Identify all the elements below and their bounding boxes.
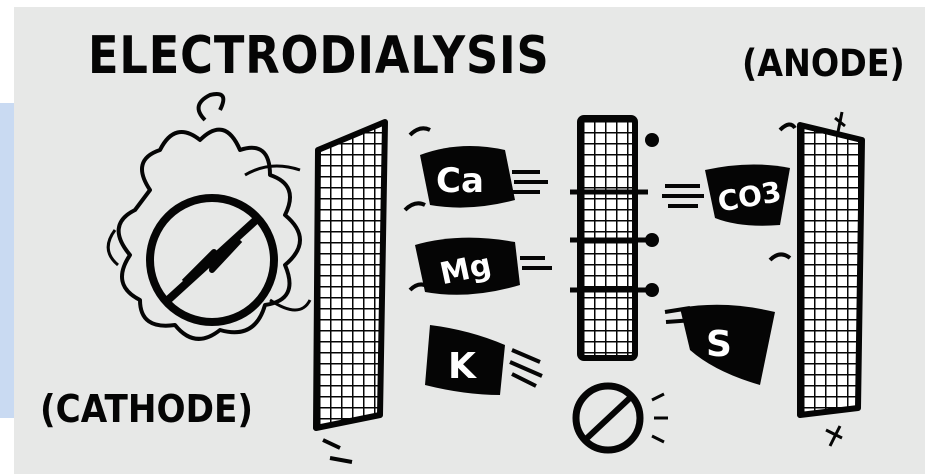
cathode-label: (CATHODE) [40, 387, 253, 431]
anode-label: (ANODE) [742, 42, 905, 85]
anode-grid [797, 111, 865, 447]
blocked-icon [572, 382, 668, 454]
ion-s-label: S [706, 324, 732, 365]
ion-ca: Ca [420, 146, 515, 208]
ion-ca-label: Ca [436, 161, 484, 201]
ion-mg: Mg [415, 237, 520, 295]
power-source-icon [106, 92, 312, 341]
ion-k-label: K [448, 346, 477, 387]
motion-lines [403, 122, 797, 388]
ion-co3: CO3 [705, 164, 790, 226]
side-accent-band [0, 103, 14, 418]
central-membrane [570, 115, 659, 361]
diagram-title: ELECTRODIALYSIS [88, 26, 550, 86]
ion-k: K [425, 325, 505, 395]
ion-s: S [680, 304, 775, 385]
cathode-grid [313, 119, 388, 464]
